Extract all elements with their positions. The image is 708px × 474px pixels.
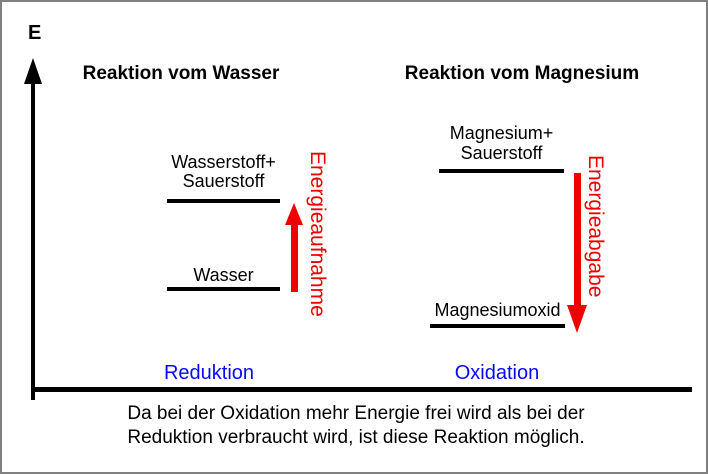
energy-uptake-label: Energieaufnahme — [306, 151, 329, 317]
conclusion-caption-line2: Reduktion verbraucht wird, ist diese Rea… — [127, 427, 585, 448]
left-upper-level-label-line2: Sauerstoff — [182, 171, 265, 191]
reduction-process-label: Reduktion — [163, 362, 255, 384]
right-upper-level-label-line1: Magnesium+ — [449, 123, 554, 143]
baseline-axis — [31, 387, 692, 392]
right-lower-level-label: Magnesiumoxid — [434, 300, 561, 320]
axis-arrowhead-up-icon — [24, 58, 42, 84]
conclusion-caption-line1: Da bei der Oxidation mehr Energie frei w… — [127, 403, 585, 424]
oxidation-process-label: Oxidation — [454, 362, 540, 384]
left-upper-energy-level-line — [167, 199, 280, 203]
energy-axis-line — [31, 74, 35, 400]
left-upper-level-label: Wasserstoff+ Sauerstoff — [150, 153, 297, 191]
energy-release-label: Energieabgabe — [584, 155, 607, 298]
energy-release-arrow-shaft — [574, 173, 581, 307]
right-upper-level-label: Magnesium+ Sauerstoff — [429, 123, 574, 163]
energy-axis-label: E — [28, 22, 42, 44]
right-upper-level-label-line2: Sauerstoff — [460, 143, 543, 163]
energy-uptake-arrow-shaft — [291, 222, 298, 292]
conclusion-caption: Da bei der Oxidation mehr Energie frei w… — [2, 402, 706, 450]
right-upper-energy-level-line — [439, 169, 564, 173]
energy-uptake-arrowhead-up-icon — [285, 203, 303, 225]
energy-release-arrowhead-down-icon — [567, 305, 587, 333]
right-reaction-title: Reaktion vom Magnesium — [404, 63, 640, 84]
left-lower-level-label: Wasser — [193, 265, 254, 285]
right-lower-energy-level-line — [430, 324, 565, 328]
left-upper-level-label-line1: Wasserstoff+ — [171, 152, 276, 172]
left-lower-energy-level-line — [167, 287, 280, 291]
left-reaction-title: Reaktion vom Wasser — [82, 63, 280, 84]
